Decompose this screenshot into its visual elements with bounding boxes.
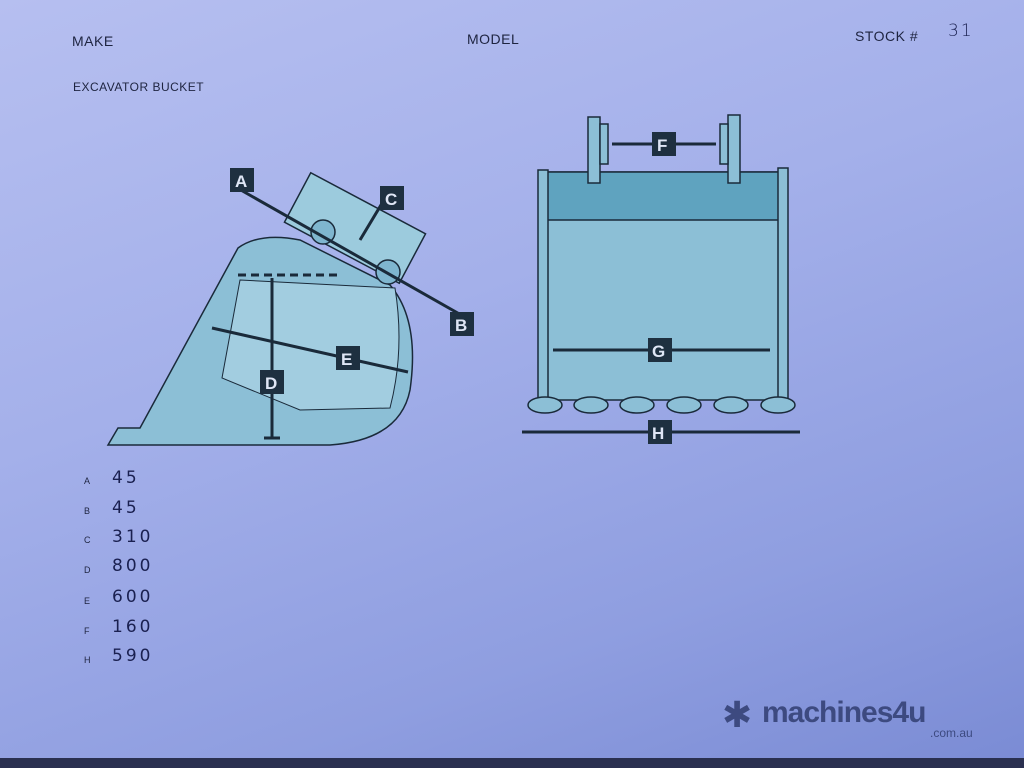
side-view [106,171,471,446]
measurement-value: 45 [112,498,140,518]
measurement-label: H [84,655,91,665]
label-f: F [657,136,667,155]
logo-name: machines4u [762,696,926,729]
measurement-value: 800 [112,556,154,576]
front-view [522,114,800,434]
measurement-value: 600 [112,587,154,607]
label-b: B [455,316,467,335]
logo-domain: .com.au [930,726,973,740]
stock-label: STOCK # [855,28,919,44]
photo-bottom-edge [0,758,1024,768]
measurement-value: 310 [112,527,154,547]
label-d: D [265,374,277,393]
measurement-label: D [84,565,91,575]
measurement-label: B [84,506,91,516]
label-a: A [235,172,247,191]
label-c: C [385,190,397,209]
label-g: G [652,342,665,361]
measurement-value: 590 [112,646,154,666]
measurement-value: 45 [112,468,140,488]
measurement-value: 160 [112,617,154,637]
measurement-label: F [84,626,90,636]
subtitle: EXCAVATOR BUCKET [73,80,205,94]
snowflake-icon: ✱ [722,694,753,735]
model-label: MODEL [467,31,520,47]
label-h: H [652,424,664,443]
dimension-labels: A B C D E F G H [230,132,676,444]
measurement-label: E [84,596,91,606]
stock-value: 31 [948,21,974,41]
make-label: MAKE [72,33,114,49]
label-e: E [341,350,352,369]
measurement-label: C [84,535,91,545]
measurement-label: A [84,476,91,486]
